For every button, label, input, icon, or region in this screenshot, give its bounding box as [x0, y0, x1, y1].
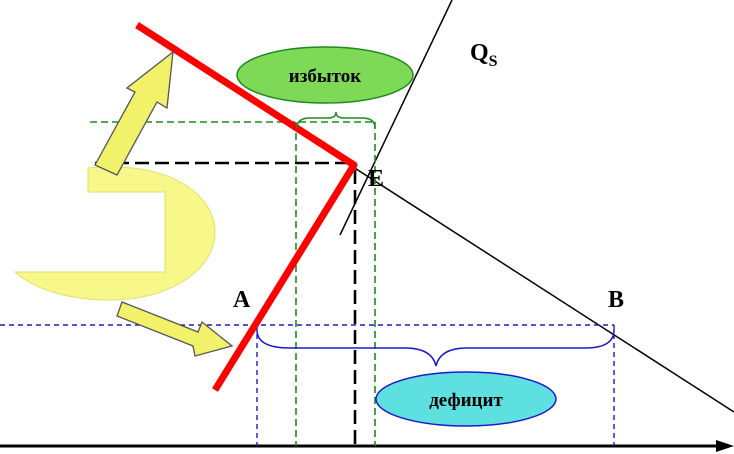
- supply-label-q: Q: [470, 40, 489, 66]
- demand-line: [349, 164, 734, 413]
- deficit-oval-label: дефицит: [429, 390, 503, 411]
- supply-label: QS: [470, 40, 498, 70]
- point-b-label: B: [608, 287, 624, 313]
- equilibrium-label: E: [368, 166, 384, 192]
- yellow-arrow-up: [94, 50, 174, 176]
- deficit-brace: [256, 329, 615, 367]
- surplus-oval-label: избыток: [289, 66, 361, 87]
- surplus-brace: [296, 111, 376, 129]
- supply-label-subscript: S: [489, 53, 498, 70]
- yellow-arrow-down: [116, 301, 234, 357]
- deficit-oval: [375, 371, 557, 427]
- red-demand-curve: [135, 22, 358, 392]
- yellow-c-shape: [13, 166, 216, 301]
- point-a-label: A: [233, 287, 251, 313]
- supply-line: [339, 0, 453, 236]
- surplus-oval: [236, 46, 414, 104]
- x-axis-arrowhead: [716, 440, 734, 452]
